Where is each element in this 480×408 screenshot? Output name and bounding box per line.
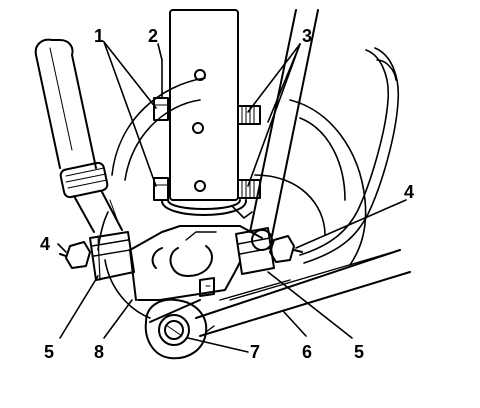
stabilizer-link-rod <box>34 38 123 233</box>
callout-5-left: 5 <box>44 342 54 362</box>
callout-5-right: 5 <box>354 342 364 362</box>
callout-7: 7 <box>250 342 260 362</box>
right-link-bushing <box>235 227 303 275</box>
callout-6: 6 <box>302 342 312 362</box>
callout-labels: 1 2 3 4 4 5 5 6 7 8 <box>40 26 414 362</box>
strut-mount-nuts <box>153 59 169 201</box>
left-link-bushing <box>59 231 135 281</box>
callout-3: 3 <box>302 26 312 46</box>
strut-mount-bolts <box>237 105 261 199</box>
lower-arm <box>149 249 411 337</box>
callout-4-left: 4 <box>40 234 50 254</box>
brake-hose <box>299 47 400 264</box>
brake-rotor <box>97 77 367 319</box>
callout-4-right: 4 <box>404 182 414 202</box>
callout-1: 1 <box>94 26 104 46</box>
right-link-rod <box>249 9 319 251</box>
strut-body <box>160 9 248 216</box>
callout-2: 2 <box>148 26 158 46</box>
leader-lines <box>57 41 407 353</box>
callout-8: 8 <box>94 342 104 362</box>
knuckle-housing <box>129 205 263 301</box>
arm-bushing-eye <box>144 298 215 360</box>
